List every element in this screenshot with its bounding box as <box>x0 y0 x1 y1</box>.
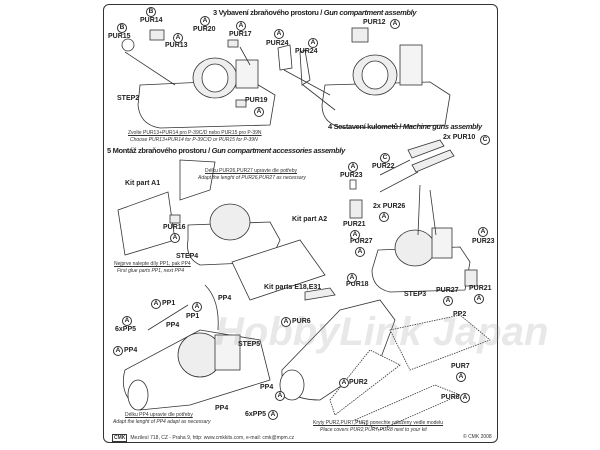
part-label: PP4 <box>260 384 274 391</box>
part-label: PUR6 <box>292 318 311 325</box>
part-label: PP4 <box>215 405 229 412</box>
set-letter-badge: B <box>146 7 156 17</box>
set-letter-badge: A <box>151 299 161 309</box>
part-label: 2x PUR10 <box>443 134 476 141</box>
kit-part-label: Kit part A2 <box>292 216 328 223</box>
note-cz: Délku PUR26,PUR27 upravte dle potřeby <box>205 168 297 174</box>
set-letter-badge: A <box>350 230 360 240</box>
part-label: PUR2 <box>349 379 368 386</box>
address-text: Mezilesí 718, CZ - Praha 9, http: www.cm… <box>130 435 295 441</box>
set-letter-badge: A <box>348 162 358 172</box>
set-letter-badge: A <box>275 391 285 401</box>
set-letter-badge: A <box>122 316 132 326</box>
part-label: PUR23 <box>340 172 363 179</box>
note-en: Place covers PUR2,PUR7,PUR8 next to your… <box>320 427 427 433</box>
set-letter-badge: A <box>308 38 318 48</box>
kit-part-label: Kit parts E18,E31 <box>264 284 322 291</box>
part-label: 6xPP5 <box>115 326 137 333</box>
section-3-heading: 3 Vybavení zbraňového prostoru / Gun com… <box>213 8 417 17</box>
accessories-step4-drawing <box>117 159 326 301</box>
part-label: PUR20 <box>193 26 216 33</box>
set-letter-badge: A <box>339 378 349 388</box>
instruction-frame <box>103 4 498 443</box>
part-label: PUR21 <box>343 221 366 228</box>
part-label: PUR7 <box>451 363 470 370</box>
note-cz: Délku PP4 upravte dle potřeby <box>125 412 193 418</box>
part-label: PP4 <box>218 295 232 302</box>
set-letter-badge: C <box>380 153 390 163</box>
part-label: PP1 <box>162 300 176 307</box>
set-letter-badge: A <box>173 33 183 43</box>
cmk-logo: CMK <box>112 434 128 442</box>
part-label: PUR21 <box>469 285 492 292</box>
watermark: HobbyLink Japan <box>215 310 549 354</box>
set-letter-badge: A <box>192 302 202 312</box>
section-5-heading: 5 Montáž zbraňového prostoru / Gun compa… <box>107 146 345 155</box>
fuselage-drawing <box>279 287 396 401</box>
part-label: PP1 <box>186 313 200 320</box>
step-label: STEP5 <box>238 341 261 348</box>
part-label: PUR18 <box>346 281 369 288</box>
set-letter-badge: A <box>390 19 400 29</box>
note-en: Choose PUR13+PUR14 for P-39C/D or PUR15 … <box>130 137 258 143</box>
part-label: PUR16 <box>163 224 186 231</box>
copyright: © CMK 2008 <box>463 434 492 440</box>
set-letter-badge: A <box>478 227 488 237</box>
set-letter-badge: B <box>117 23 127 33</box>
part-label: 6xPP5 <box>245 411 267 418</box>
set-letter-badge: A <box>443 296 453 306</box>
part-label: PUR27 <box>350 238 373 245</box>
set-letter-badge: A <box>170 233 180 243</box>
note-cz: Kryty PUR2,PUR7,PUR8 ponechte odloženy v… <box>313 420 444 426</box>
set-letter-badge: A <box>281 317 291 327</box>
set-letter-badge: A <box>268 410 278 420</box>
part-label: 2x PUR26 <box>373 203 406 210</box>
part-label: PUR12 <box>363 19 386 26</box>
step-label: STEP2 <box>117 95 140 102</box>
part-label: PUR15 <box>108 33 131 40</box>
step-label: STEP3 <box>404 291 427 298</box>
part-label: PUR13 <box>165 42 188 49</box>
set-letter-badge: A <box>379 212 389 222</box>
set-letter-badge: A <box>274 29 284 39</box>
set-letter-badge: A <box>254 107 264 117</box>
set-letter-badge: A <box>200 16 210 26</box>
part-label: PUR14 <box>140 17 163 24</box>
set-letter-badge: A <box>347 273 357 283</box>
set-letter-badge: A <box>113 346 123 356</box>
part-label: PUR24 <box>266 40 289 47</box>
covers-drawing <box>329 314 491 431</box>
part-label: PUR19 <box>245 97 268 104</box>
note-en: First glue parts PP1, next PP4 <box>117 268 184 274</box>
part-label: PUR8 <box>441 394 460 401</box>
set-letter-badge: A <box>474 294 484 304</box>
note-cz: Zvolte PUR13+PUR14 pro P-39C/D nebo PUR1… <box>128 130 262 136</box>
set-letter-badge: C <box>480 135 490 145</box>
set-letter-badge: A <box>456 372 466 382</box>
part-label: PP4 <box>124 347 138 354</box>
part-label: PP4 <box>166 322 180 329</box>
gun-compartment-step3-drawing <box>277 27 451 129</box>
part-label: PUR23 <box>472 238 495 245</box>
step-label: STEP4 <box>176 253 199 260</box>
section-4-heading: 4 Sestavení kulometů / Machine guns asse… <box>328 122 482 131</box>
part-label: PUR24 <box>295 48 318 55</box>
note-cz: Nejprve nalepte díly PP1, pak PP4 <box>114 261 191 267</box>
set-letter-badge: A <box>236 21 246 31</box>
set-letter-badge: A <box>460 393 470 403</box>
set-letter-badge: A <box>355 247 365 257</box>
gun-compartment-step2-drawing <box>121 29 276 129</box>
part-label: PUR17 <box>229 31 252 38</box>
part-label: PUR27 <box>436 287 459 294</box>
note-en: Adapt the lenght of PUR26,PUR27 as neces… <box>198 175 306 181</box>
note-en: Adapt the lenght of PP4 adapt as necessa… <box>113 419 211 425</box>
kit-part-label: Kit part A1 <box>125 180 161 187</box>
part-label: PP2 <box>453 311 467 318</box>
part-label: PUR22 <box>372 163 395 170</box>
accessories-step5-drawing <box>122 284 271 411</box>
machine-guns-drawing <box>349 139 478 293</box>
